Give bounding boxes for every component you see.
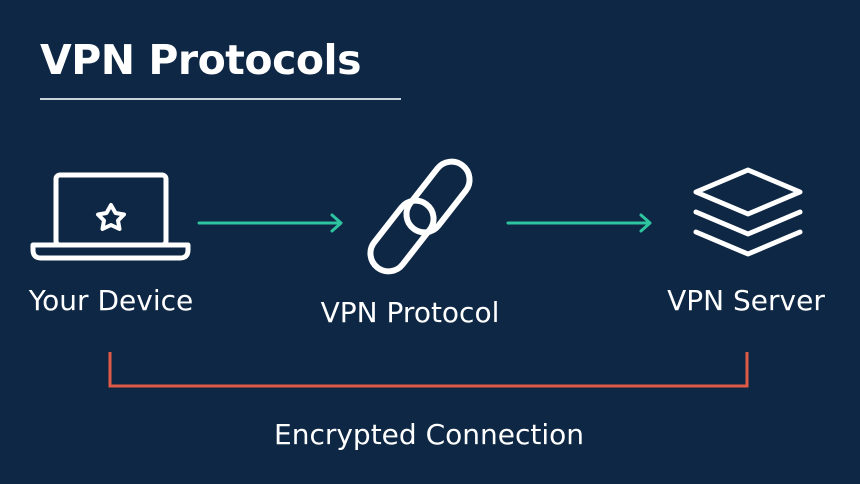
arrow-protocol-to-server <box>506 213 652 233</box>
stacked-layers-icon <box>693 167 803 257</box>
encrypted-connection-label: Encrypted Connection <box>274 418 584 451</box>
page-title: VPN Protocols <box>40 36 362 84</box>
node-label-your-device: Your Device <box>28 284 194 317</box>
node-label-vpn-server: VPN Server <box>667 284 825 317</box>
laptop-star-icon <box>30 172 191 261</box>
encrypted-connection-bracket <box>108 352 749 388</box>
node-label-vpn-protocol: VPN Protocol <box>320 296 500 329</box>
title-underline <box>40 98 401 100</box>
arrow-device-to-protocol <box>197 213 343 233</box>
chain-link-icon <box>367 158 473 275</box>
